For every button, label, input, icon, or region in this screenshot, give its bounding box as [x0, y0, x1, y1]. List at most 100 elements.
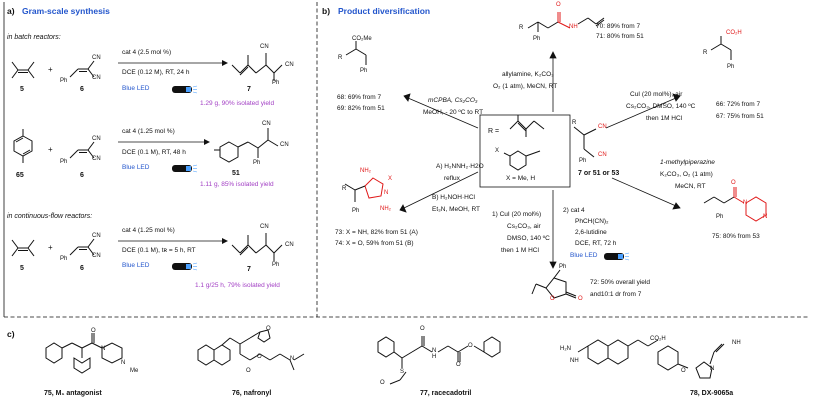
condition-solvent: DCE (0.1 M), RT, 48 h — [122, 149, 186, 156]
blue-led-icon — [172, 85, 198, 94]
cn-label-2: CN — [92, 253, 101, 259]
drug-78-h2n: H₂N — [560, 346, 571, 352]
piperazine-o: O — [731, 180, 736, 186]
tetramethylethylene-structure — [11, 61, 35, 79]
heterocycle-cond-b1: B) H₂NOH·HCl — [432, 194, 475, 201]
lactone-o-carbonyl: O — [578, 296, 583, 302]
cn-label-1: CN — [92, 233, 101, 239]
drug-78-structure — [577, 339, 725, 379]
blue-led-icon — [604, 252, 630, 261]
amide-r: R — [519, 25, 524, 31]
drug-77-o-4: O — [380, 380, 385, 386]
blue-led-label: Blue LED — [122, 164, 150, 171]
heterocycle-product-structure — [344, 177, 384, 202]
product-cn-2: CN — [285, 62, 294, 68]
lactone-ph: Ph — [559, 264, 567, 270]
condition-catalyst: cat 4 (2.5 mol %) — [122, 49, 172, 56]
product-ph: Ph — [272, 80, 280, 86]
drug-77-n: N — [432, 348, 437, 354]
substrate-ph: Ph — [579, 158, 587, 164]
drug-78-nh-amidine: NH — [570, 358, 579, 364]
tetramethylethylene-structure — [11, 239, 35, 257]
lactone-cond-3: DMSO, 140 ºC — [507, 235, 550, 242]
drug-75-n2: N — [121, 360, 126, 366]
piperazine-n2: N — [763, 214, 768, 220]
lactone-cond-1: 1) CuI (20 mol%) — [492, 211, 542, 218]
acid-co2h: CO₂H — [726, 30, 742, 36]
drug-75-o: O — [91, 328, 96, 334]
ester-r: R — [338, 55, 343, 61]
panel-c-label: c) — [7, 329, 15, 339]
lactone-structure — [531, 269, 577, 299]
product-51-structure — [214, 128, 279, 163]
product-cn-2: CN — [285, 242, 294, 248]
substrate-cn-2: CN — [598, 152, 607, 158]
lactone-cond-7: 2,6-lutidine — [575, 229, 607, 236]
lactone-cond-6: PhCH(CN)₂ — [575, 218, 609, 225]
heterocycle-cond-a1: A) H₂NNH₂·H2O — [436, 163, 484, 170]
heterocycle-n: N — [384, 190, 389, 196]
product-cn-1: CN — [260, 224, 269, 230]
x-definition: X = Me, H — [506, 175, 536, 182]
benzylidenemalononitrile-structure — [69, 238, 95, 256]
reaction-arrow — [118, 238, 228, 244]
drug-77-h: H — [432, 354, 437, 360]
drug-75-me: Me — [130, 368, 139, 374]
p-xylene-structure — [13, 129, 33, 163]
piperazine-yield: 75: 80% from 53 — [712, 233, 760, 240]
acid-cond-3: then 1M HCl — [646, 115, 683, 122]
drug-77-name: 77, racecadotril — [420, 390, 472, 397]
product-7-structure — [231, 53, 283, 81]
isolated-yield: 1.29 g, 90% isolated yield — [200, 100, 275, 107]
blue-led-label: Blue LED — [122, 262, 150, 269]
ester-co2me: CO₂Me — [352, 36, 372, 42]
substrate-compounds: 7 or 51 or 53 — [578, 170, 620, 177]
acid-r: R — [703, 50, 708, 56]
drug-78-nh-imine: NH — [732, 340, 741, 346]
flow-heading: in continuous-flow reactors: — [7, 213, 93, 220]
substrate-r: R — [572, 120, 577, 126]
drug-76-name: 76, nafronyl — [232, 390, 272, 397]
panel-a-label: a) — [7, 6, 15, 16]
amide-cond-2: O₂ (1 atm), MeCN, RT — [493, 83, 558, 90]
drug-77-s: S — [400, 369, 405, 375]
condition-solvent: DCE (0.12 M), RT, 24 h — [122, 69, 190, 76]
isolated-yield: 1.1 g/25 h, 79% isolated yield — [195, 282, 280, 289]
ph-label: Ph — [60, 256, 68, 262]
plus-sign: + — [48, 243, 53, 252]
reactant-b-id: 6 — [80, 86, 84, 93]
product-id: 51 — [232, 170, 240, 177]
piperazine-amide-structure — [703, 187, 767, 222]
ph-label: Ph — [60, 159, 68, 165]
cn-label-1: CN — [92, 136, 101, 142]
heterocycle-yield-2: 74: X = O, 59% from 51 (B) — [335, 240, 414, 247]
heterocycle-ph: Ph — [352, 208, 360, 214]
x-substituent: X — [495, 148, 500, 154]
ester-product-structure — [345, 41, 367, 65]
lactone-yield-1: 72: 50% overall yield — [590, 279, 650, 286]
drug-76-o-carbonyl: O — [246, 368, 251, 374]
drug-78-co2h: CO₂H — [650, 336, 666, 342]
heterocycle-cond-a2: reflux — [444, 175, 460, 182]
isolated-yield: 1.11 g, 85% isolated yield — [200, 181, 274, 188]
substrate-box — [479, 114, 571, 188]
product-7-structure — [231, 233, 283, 261]
panel-b-title: Product diversification — [338, 6, 431, 16]
panel-b-label: b) — [322, 6, 331, 16]
piperazine-cond-1: 1-methylpiperazine — [660, 159, 715, 166]
acid-ph: Ph — [727, 64, 735, 70]
product-cn-1: CN — [260, 44, 269, 50]
drug-76-structure — [197, 329, 305, 371]
condition-catalyst: cat 4 (1.25 mol %) — [122, 227, 175, 234]
drug-77-o-2: O — [456, 362, 461, 368]
benzylidenemalononitrile-structure — [69, 60, 95, 78]
ester-yield-1: 68: 69% from 7 — [337, 94, 382, 101]
cn-label-2: CN — [92, 156, 101, 162]
ph-label: Ph — [60, 78, 68, 84]
ester-cond-1: mCPBA, Cs₂CO₃ — [428, 97, 478, 104]
acid-cond-2: Cs₂CO₃, DMSO, 140 ºC — [626, 103, 696, 110]
drug-75-n1: N — [101, 346, 106, 352]
product-cn-2: CN — [280, 142, 289, 148]
